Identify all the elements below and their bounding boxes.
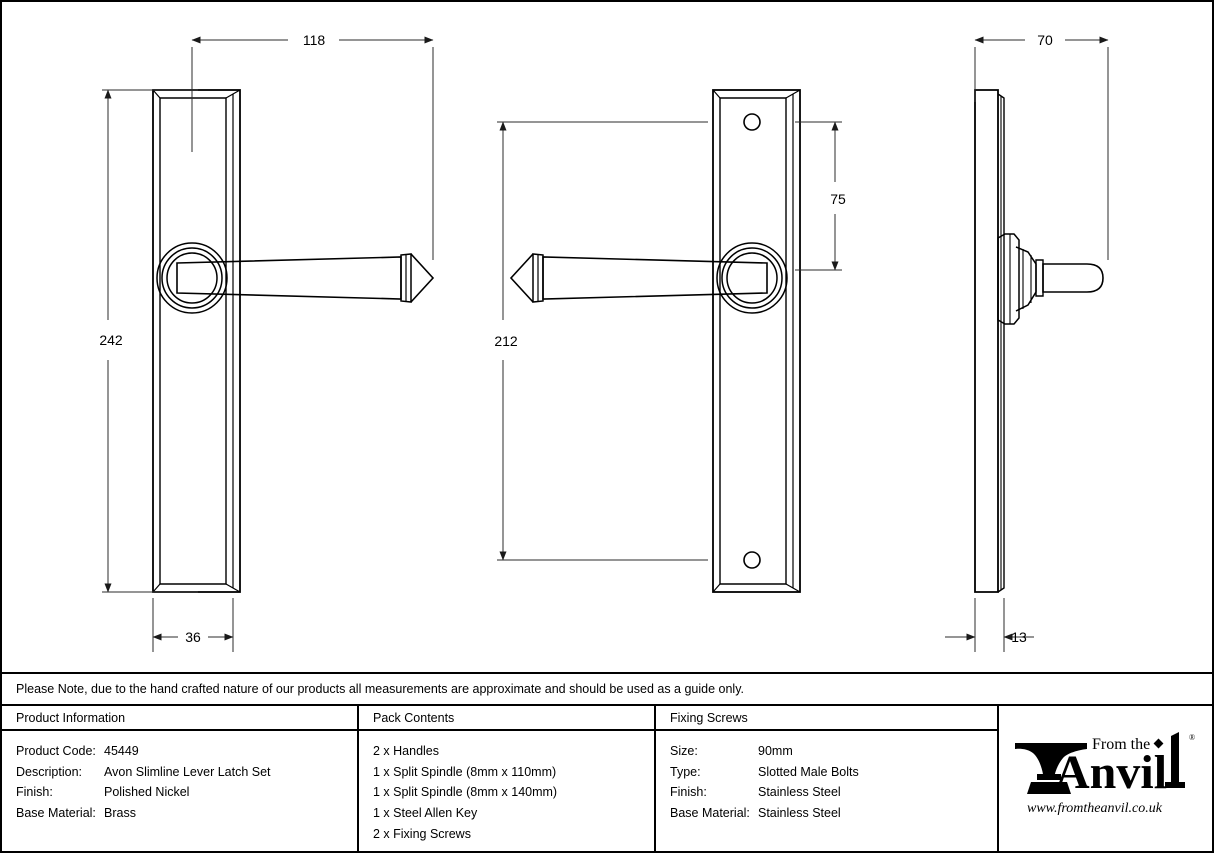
lever-tip (410, 253, 435, 303)
row-value: Stainless Steel (758, 806, 841, 821)
backplate-bevel-corners (152, 89, 241, 593)
side-lever-shaft (1042, 263, 1104, 293)
table-row: Type: Slotted Male Bolts (670, 762, 997, 783)
dim-text-70: 70 (1037, 32, 1053, 48)
side-rose (997, 233, 1020, 325)
table-row: Description: Avon Slimline Lever Latch S… (16, 762, 357, 783)
row-label: Finish: (670, 785, 707, 800)
row-label: Base Material: (670, 806, 750, 821)
rose-circle-inner (166, 252, 218, 304)
sideplate-outline (974, 89, 999, 593)
row-value: Polished Nickel (104, 785, 190, 800)
lever2-arm (542, 256, 768, 300)
column-product-information: Product Information Product Code: 45449 … (2, 706, 359, 851)
backplate2-outline (712, 89, 801, 593)
row-label: Type: (670, 764, 701, 779)
list-item: 2 x Fixing Screws (373, 826, 471, 841)
pack-contents-heading: Pack Contents (359, 706, 654, 731)
rose-circle-outer (156, 242, 228, 314)
column-fixing-screws: Fixing Screws Size: 90mm Type: Slotted M… (656, 706, 999, 851)
table-body: Product Information Product Code: 45449 … (2, 706, 1212, 851)
table-row: Size: 90mm (670, 741, 997, 762)
pack-contents-heading-text: Pack Contents (373, 710, 455, 725)
drawing-area: 118 242 36 212 75 70 13 (2, 2, 1212, 672)
logo-registered: ® (1189, 733, 1195, 742)
dim-text-242: 242 (99, 332, 123, 348)
dim-text-212: 212 (494, 333, 518, 349)
row-label: Size: (670, 744, 698, 758)
lever-arm (176, 256, 402, 300)
dim-text-13: 13 (1011, 629, 1027, 645)
fixing-screws-content: Size: 90mm Type: Slotted Male Bolts Fini… (656, 731, 997, 824)
row-label: Product Code: (16, 744, 96, 758)
table-row: Finish: Stainless Steel (670, 782, 997, 803)
logo-from-the: From the (1092, 736, 1150, 753)
rose2-circle-inner (726, 252, 778, 304)
product-information-content: Product Code: 45449 Description: Avon Sl… (2, 731, 357, 824)
product-information-heading-text: Product Information (16, 710, 126, 725)
logo-wordmark: Anvil (1055, 746, 1167, 799)
table-row: Base Material: Stainless Steel (670, 803, 997, 824)
anvil-logo-svg: From the ® Anvil www.fromtheanvil.co.uk (1015, 732, 1195, 816)
fixing-screws-heading: Fixing Screws (656, 706, 997, 731)
table-row: Finish: Polished Nickel (16, 782, 357, 803)
screw-hole-top (743, 113, 761, 131)
rose-circle-middle (161, 247, 223, 309)
pack-contents-content: 2 x Handles 1 x Split Spindle (8mm x 110… (359, 731, 654, 845)
logo-url: www.fromtheanvil.co.uk (1027, 801, 1163, 816)
dim-text-36: 36 (185, 629, 201, 645)
dim-text-118: 118 (303, 32, 326, 48)
row-value: Avon Slimline Lever Latch Set (104, 764, 271, 779)
technical-drawing-svg: 118 242 36 212 75 70 13 (99, 32, 1109, 652)
anvil-icon (1015, 743, 1087, 794)
backplate-bevel-inner (159, 97, 227, 585)
measurement-note-text: Please Note, due to the hand crafted nat… (16, 682, 745, 696)
row-value: Slotted Male Bolts (758, 764, 859, 779)
row-value: Brass (104, 806, 136, 821)
backplate-outline (152, 89, 241, 593)
table-row: Base Material: Brass (16, 803, 357, 824)
backplate2-bevel-corners (712, 89, 801, 593)
screw-hole-bottom (743, 551, 761, 569)
list-item: 1 x Split Spindle (8mm x 140mm) (373, 785, 558, 800)
from-the-anvil-logo: From the ® Anvil www.fromtheanvil.co.uk (1013, 730, 1196, 822)
row-value: 90mm (758, 744, 793, 758)
row-value: Stainless Steel (758, 785, 841, 800)
lever2-tip (509, 253, 534, 303)
dim-text-75: 75 (830, 191, 846, 207)
view-front-lever-right (102, 36, 435, 652)
backplate2-bevel-inner (719, 97, 787, 585)
list-item: 1 x Split Spindle (8mm x 110mm) (373, 764, 557, 779)
row-value: 45449 (104, 744, 139, 758)
table-row: Product Code: 45449 (16, 741, 357, 762)
rose2-circle-middle (721, 247, 783, 309)
row-label: Base Material: (16, 806, 96, 821)
column-brand-logo: From the ® Anvil www.fromtheanvil.co.uk (999, 706, 1210, 851)
list-item: 1 x Steel Allen Key (373, 806, 478, 821)
fixing-screws-heading-text: Fixing Screws (670, 710, 748, 725)
information-table: Please Note, due to the hand crafted nat… (2, 672, 1212, 851)
side-collar (1035, 259, 1044, 297)
row-label: Description: (16, 764, 82, 779)
list-item: 2 x Handles (373, 744, 440, 758)
row-label: Finish: (16, 785, 53, 800)
logo-numeral-one (1165, 732, 1185, 788)
rose2-circle-outer (716, 242, 788, 314)
measurement-note: Please Note, due to the hand crafted nat… (2, 672, 1212, 706)
view-front-lever-left (497, 89, 842, 593)
product-information-heading: Product Information (2, 706, 357, 731)
view-side-profile (945, 36, 1109, 652)
column-pack-contents: Pack Contents 2 x Handles 1 x Split Spin… (359, 706, 656, 851)
diamond-icon (1153, 738, 1164, 749)
